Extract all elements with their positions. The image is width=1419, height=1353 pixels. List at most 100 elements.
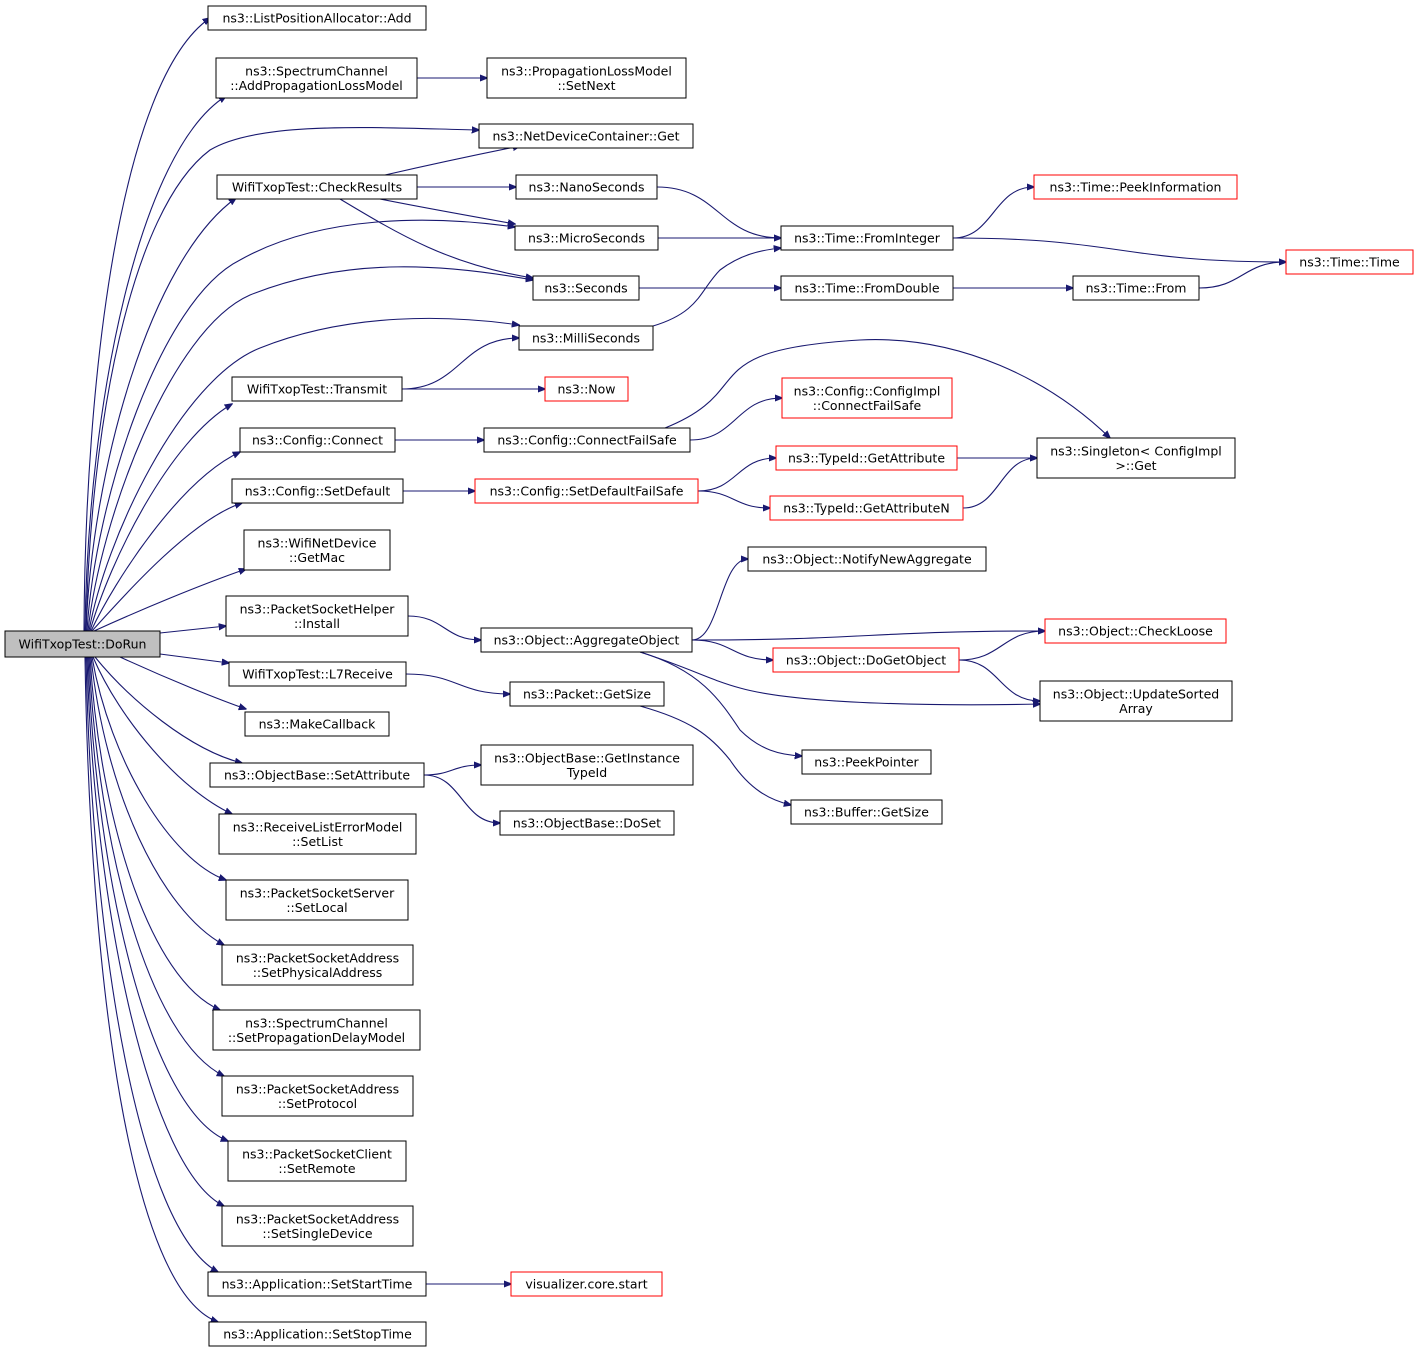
node-box	[510, 1271, 663, 1297]
edge-n0-n15	[89, 404, 232, 632]
graph-node-n0[interactable]: WifiTxopTest::DoRun	[4, 630, 161, 658]
graph-node-n29[interactable]: ns3::Object::CheckLoose	[1044, 618, 1227, 644]
node-label: ::SetPhysicalAddress	[253, 965, 383, 980]
node-label: ns3::Time::FromInteger	[794, 231, 941, 246]
node-box	[228, 661, 407, 687]
graph-node-n37[interactable]: ns3::PeekPointer	[801, 749, 932, 775]
graph-node-n8[interactable]: ns3::MicroSeconds	[514, 225, 659, 251]
graph-node-n49[interactable]: ns3::Application::SetStopTime	[208, 1321, 427, 1347]
graph-node-n7[interactable]: ns3::Time::PeekInformation	[1033, 174, 1238, 200]
edge-n0-n18	[90, 452, 240, 632]
graph-node-n23[interactable]: ns3::Config::SetDefaultFailSafe	[474, 478, 699, 504]
graph-node-n38[interactable]: ns3::Buffer::GetSize	[790, 799, 943, 825]
graph-node-n10[interactable]: ns3::Time::Time	[1285, 249, 1414, 275]
graph-node-n17[interactable]: ns3::Config::ConfigImpl::ConnectFailSafe	[781, 377, 953, 419]
node-box	[221, 1205, 414, 1247]
node-label: ns3::Buffer::GetSize	[804, 805, 929, 820]
node-label: ns3::Object::AggregateObject	[494, 633, 680, 648]
graph-node-n30[interactable]: ns3::Object::DoGetObject	[772, 647, 960, 673]
node-label: ns3::Object::UpdateSorted	[1053, 686, 1219, 701]
graph-node-n26[interactable]: ns3::Object::NotifyNewAggregate	[747, 546, 987, 572]
graph-node-n22[interactable]: ns3::Config::SetDefault	[231, 478, 404, 504]
graph-node-n46[interactable]: ns3::PacketSocketAddress::SetSingleDevic…	[221, 1205, 414, 1247]
node-label: ns3::SpectrumChannel	[245, 1015, 388, 1030]
node-label: ns3::PacketSocketAddress	[236, 1211, 399, 1226]
node-box	[1072, 275, 1200, 301]
graph-node-n12[interactable]: ns3::Time::FromDouble	[780, 275, 954, 301]
graph-node-n27[interactable]: ns3::PacketSocketHelper::Install	[225, 595, 409, 637]
node-box	[509, 681, 665, 707]
graph-node-n45[interactable]: ns3::PacketSocketClient::SetRemote	[227, 1140, 407, 1182]
edge-n0-n42	[90, 656, 224, 945]
graph-node-n21[interactable]: ns3::TypeId::GetAttribute	[775, 445, 958, 471]
node-label: Array	[1119, 701, 1153, 716]
graph-node-n28[interactable]: ns3::Object::AggregateObject	[480, 627, 693, 653]
node-label: ns3::WifiNetDevice	[258, 535, 377, 550]
node-label: ns3::MakeCallback	[259, 717, 377, 732]
node-label: ns3::ObjectBase::SetAttribute	[224, 768, 410, 783]
node-label: ns3::Time::Time	[1299, 255, 1400, 270]
node-label: ns3::Time::FromDouble	[794, 281, 939, 296]
edge-n27-n28	[407, 615, 481, 640]
edge-n0-n46	[86, 656, 224, 1206]
graph-node-n40[interactable]: ns3::ReceiveListErrorModel::SetList	[218, 813, 417, 855]
node-box	[514, 225, 659, 251]
graph-node-n19[interactable]: ns3::Config::ConnectFailSafe	[483, 427, 691, 453]
edge-n0-n1	[83, 18, 210, 632]
graph-node-n2[interactable]: ns3::SpectrumChannel::AddPropagationLoss…	[215, 57, 418, 99]
edge-n9-n7	[952, 187, 1034, 239]
edge-n23-n21	[697, 458, 776, 492]
graph-node-n9[interactable]: ns3::Time::FromInteger	[780, 225, 954, 251]
graph-node-n42[interactable]: ns3::PacketSocketAddress::SetPhysicalAdd…	[221, 944, 414, 986]
node-label: WifiTxopTest::DoRun	[19, 637, 147, 652]
graph-node-n39[interactable]: ns3::ObjectBase::DoSet	[499, 810, 675, 836]
node-label: ns3::Config::SetDefault	[245, 484, 391, 499]
node-label: TypeId	[566, 765, 607, 780]
node-box	[499, 810, 675, 836]
graph-node-n18[interactable]: ns3::Config::Connect	[239, 427, 396, 453]
graph-node-n34[interactable]: ns3::MakeCallback	[244, 711, 390, 737]
graph-node-n15[interactable]: WifiTxopTest::Transmit	[231, 376, 403, 402]
node-label: ns3::Singleton< ConfigImpl	[1050, 443, 1222, 458]
node-box	[747, 546, 987, 572]
node-label: ns3::PeekPointer	[814, 755, 919, 770]
node-box	[207, 5, 427, 31]
edge-n0-n14	[88, 317, 519, 632]
node-box	[221, 944, 414, 986]
graph-node-n3[interactable]: ns3::PropagationLossModel::SetNext	[486, 57, 687, 99]
graph-node-n36[interactable]: ns3::ObjectBase::SetAttribute	[209, 762, 425, 788]
node-box	[781, 377, 953, 419]
graph-node-n5[interactable]: WifiTxopTest::CheckResults	[216, 174, 418, 200]
graph-node-n20[interactable]: ns3::Singleton< ConfigImpl >::Get	[1036, 437, 1236, 479]
graph-node-n13[interactable]: ns3::Time::From	[1072, 275, 1200, 301]
graph-node-n44[interactable]: ns3::PacketSocketAddress::SetProtocol	[221, 1075, 414, 1117]
edge-n14-n9	[652, 248, 781, 327]
node-label: ns3::TypeId::GetAttributeN	[783, 501, 949, 516]
node-label: ::SetLocal	[286, 900, 347, 915]
graph-node-n43[interactable]: ns3::SpectrumChannel::SetPropagationDela…	[212, 1009, 421, 1051]
graph-node-n41[interactable]: ns3::PacketSocketServer::SetLocal	[225, 879, 409, 921]
graph-node-n25[interactable]: ns3::WifiNetDevice::GetMac	[243, 529, 391, 571]
node-label: ::SetRemote	[278, 1161, 355, 1176]
node-box	[216, 174, 418, 200]
graph-node-n32[interactable]: ns3::Packet::GetSize	[509, 681, 665, 707]
graph-node-n16[interactable]: ns3::Now	[544, 376, 629, 402]
graph-node-n47[interactable]: ns3::Application::SetStartTime	[207, 1271, 427, 1297]
node-box	[480, 744, 694, 786]
graph-node-n48[interactable]: visualizer.core.start	[510, 1271, 663, 1297]
node-box	[515, 174, 658, 200]
graph-node-n1[interactable]: ns3::ListPositionAllocator::Add	[207, 5, 427, 31]
graph-node-n11[interactable]: ns3::Seconds	[532, 275, 640, 301]
edge-n0-n4	[85, 128, 479, 632]
graph-node-n24[interactable]: ns3::TypeId::GetAttributeN	[769, 495, 964, 521]
graph-node-n14[interactable]: ns3::MilliSeconds	[518, 325, 654, 351]
node-label: ns3::PacketSocketHelper	[240, 601, 396, 616]
graph-node-n31[interactable]: WifiTxopTest::L7Receive	[228, 661, 407, 687]
graph-node-n4[interactable]: ns3::NetDeviceContainer::Get	[478, 123, 694, 149]
node-label: ns3::ListPositionAllocator::Add	[222, 11, 411, 26]
graph-node-n6[interactable]: ns3::NanoSeconds	[515, 174, 658, 200]
node-box	[243, 529, 391, 571]
node-label: ::SetList	[292, 834, 343, 849]
